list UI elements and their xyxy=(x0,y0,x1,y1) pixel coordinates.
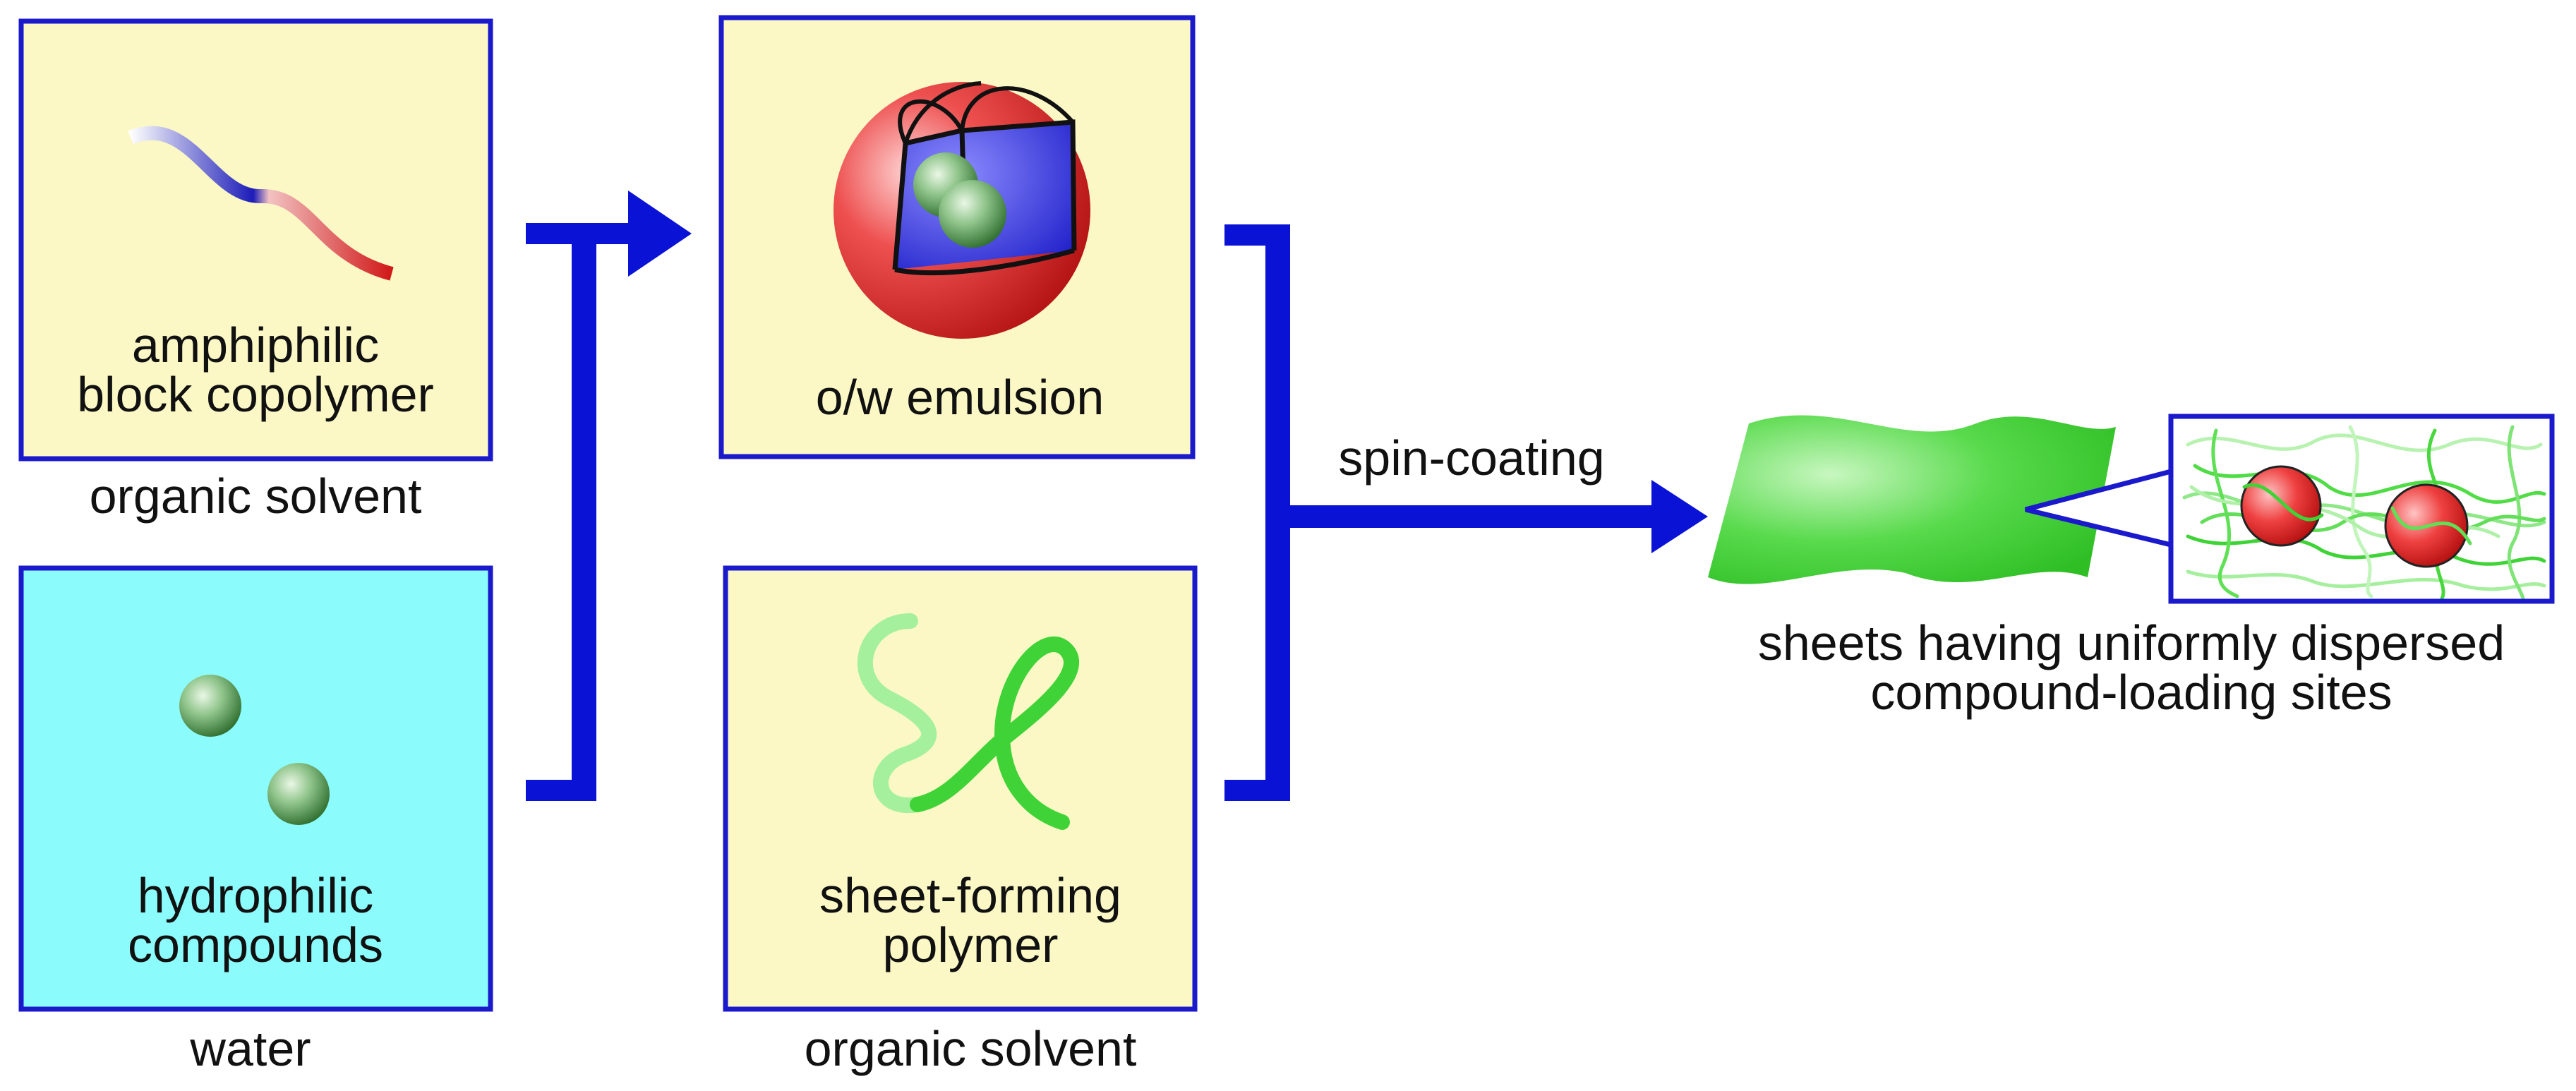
compound-sphere-icon xyxy=(267,763,330,825)
sheet-polymer-label-line1: sheet-forming xyxy=(819,868,1121,923)
emulsion-box: o/w emulsion xyxy=(718,15,1196,459)
hydrophilic-box: hydrophilic compounds xyxy=(18,565,493,1012)
copolymer-label-line2: block copolymer xyxy=(77,367,434,422)
emulsion-droplet-icon xyxy=(833,81,1090,339)
result-label-line1: sheets having uniformly dispersed xyxy=(1758,615,2505,670)
polymer-coil-icon xyxy=(857,613,1079,830)
copolymer-label-line1: amphiphilic xyxy=(132,318,379,373)
copolymer-box: amphiphilic block copolymer xyxy=(18,18,493,462)
copolymer-solvent-caption: organic solvent xyxy=(90,469,422,524)
mixing-bracket-arrow xyxy=(526,191,692,801)
block-copolymer-chain-icon xyxy=(128,126,394,281)
spin-coating-label: spin-coating xyxy=(1338,430,1604,486)
sheet-polymer-solvent-caption: organic solvent xyxy=(805,1021,1137,1076)
compound-sphere-icon xyxy=(179,675,241,737)
sheet-polymer-label-line2: polymer xyxy=(883,917,1059,972)
spin-coating-bracket-arrow xyxy=(1224,224,1708,801)
hydrophilic-label-line2: compounds xyxy=(128,917,383,972)
result-label-line2: compound-loading sites xyxy=(1870,665,2392,720)
hydrophilic-label-line1: hydrophilic xyxy=(138,868,374,923)
polymer-sheet-icon xyxy=(1708,415,2116,584)
sheet-polymer-box: sheet-forming polymer xyxy=(723,565,1198,1012)
sheet-detail-inset xyxy=(2168,414,2555,604)
loading-site-icon xyxy=(2240,465,2322,547)
water-caption: water xyxy=(189,1021,311,1076)
emulsion-label: o/w emulsion xyxy=(816,370,1105,425)
